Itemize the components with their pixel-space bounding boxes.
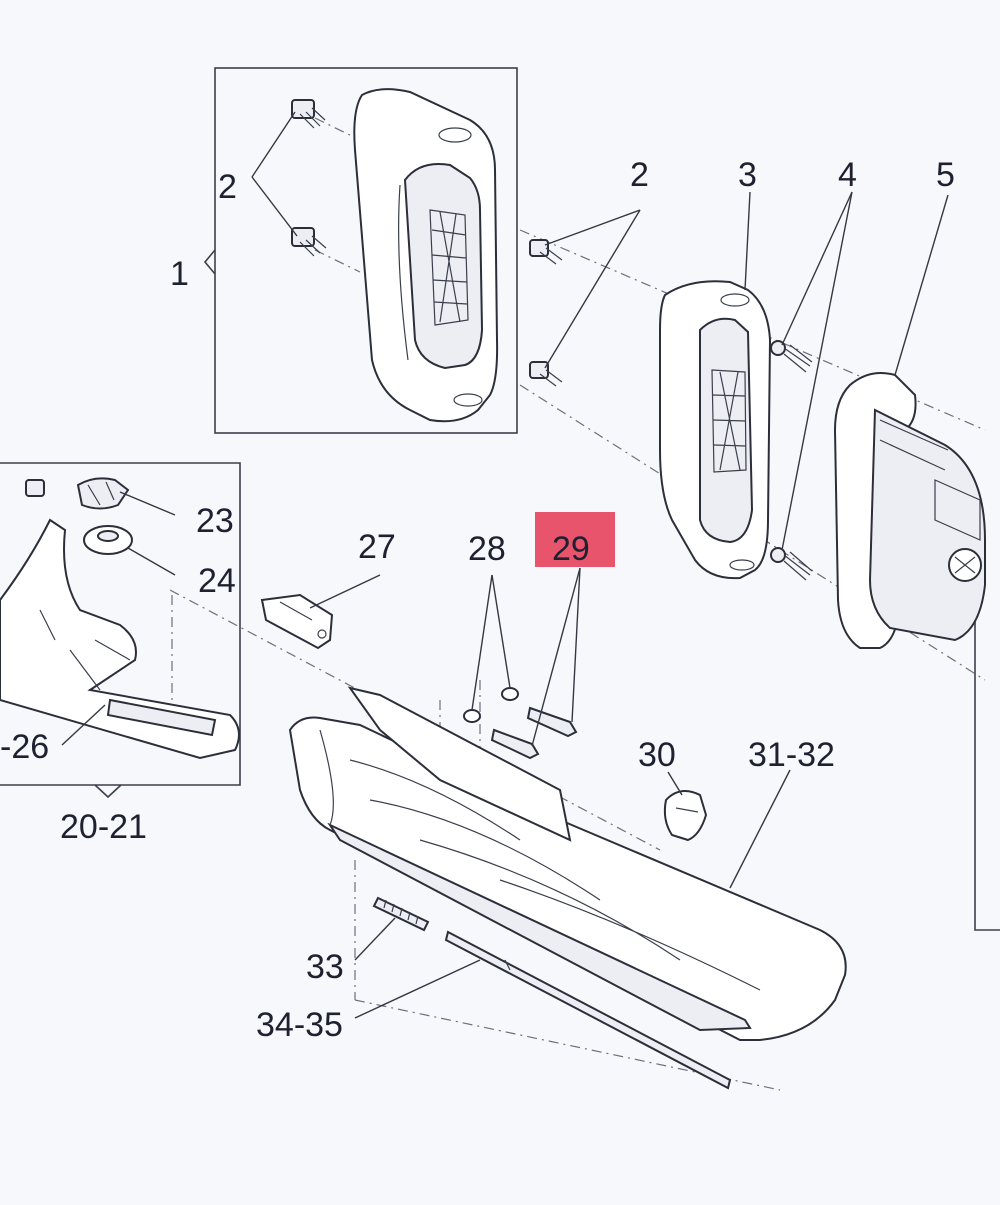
highlight-box-29	[535, 512, 615, 567]
part-3-cover	[659, 280, 772, 580]
label-34-35: 34-35	[256, 1006, 343, 1044]
label-28: 28	[468, 530, 506, 568]
part-34-35-rod	[444, 930, 732, 1090]
right-frame-edge	[974, 620, 1000, 931]
label-4: 4	[838, 156, 857, 194]
part-20-21-trigger-frame	[0, 479, 240, 760]
parts-29-screws	[490, 706, 578, 760]
part-33-spring	[372, 896, 430, 932]
assembly-1-bracket	[203, 249, 216, 275]
label-30: 30	[638, 736, 676, 774]
leader-lines	[61, 111, 949, 1019]
label-5: 5	[936, 156, 955, 194]
screws-4	[770, 340, 813, 581]
label-26: -26	[0, 728, 49, 766]
label-24: 24	[198, 562, 236, 600]
label-2-right: 2	[630, 156, 649, 194]
parts-28-washers	[463, 687, 519, 723]
label-1: 1	[170, 255, 189, 293]
label-31-32: 31-32	[748, 736, 835, 774]
part-31-32-main-handle	[288, 686, 847, 1041]
part-24-grommet	[83, 525, 133, 555]
screws-2-right	[529, 239, 563, 387]
label-29: 29	[552, 530, 590, 568]
part-30-clip	[663, 790, 708, 842]
label-3: 3	[738, 156, 757, 194]
label-23: 23	[196, 502, 234, 540]
label-20-21: 20-21	[60, 808, 147, 846]
label-27: 27	[358, 528, 396, 566]
part-5-housing	[833, 372, 986, 649]
assembly-20-21-bracket	[94, 784, 122, 799]
part-23-nut	[76, 477, 130, 510]
part-27-latch	[260, 593, 334, 650]
label-2-left: 2	[218, 168, 237, 206]
screws-2-left	[291, 99, 327, 257]
label-33: 33	[306, 948, 344, 986]
part-1-handle-cover	[353, 88, 499, 423]
